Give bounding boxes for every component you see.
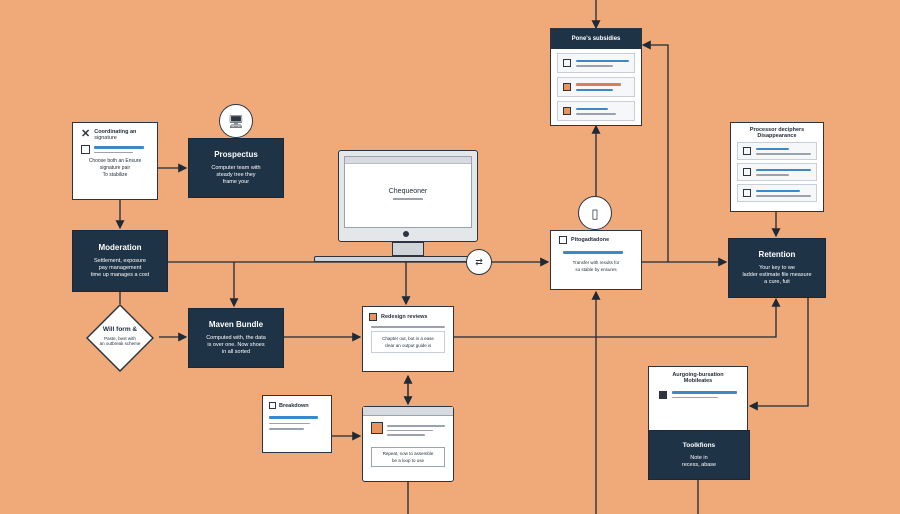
- prospectus-body: Computer team with: [211, 165, 261, 171]
- checklist-title-2: signature: [94, 135, 117, 141]
- file-icon: [743, 189, 751, 197]
- monitor-frame: Chequeoner: [338, 150, 478, 242]
- dual-panel-title: Processor deciphers: [749, 127, 805, 133]
- retention-body-2: ladder estimate file measure: [742, 272, 812, 278]
- small-doc-card[interactable]: Breakdown: [262, 395, 332, 453]
- checklist-body-2: To stabilize: [102, 172, 128, 178]
- link-icon: ⇄: [475, 256, 483, 267]
- mobile-icon: ▯: [591, 205, 599, 221]
- prospectus-body-2: steady tree they: [216, 172, 256, 178]
- retention-body-3: a cure, fuit: [764, 279, 790, 285]
- progress-icon: [559, 236, 567, 244]
- dual-row-2[interactable]: [737, 163, 817, 181]
- retention-title: Retention: [758, 250, 796, 259]
- progress-card[interactable]: Pitogadtadone Transfer with results for …: [550, 230, 642, 290]
- close-icon[interactable]: ✕: [81, 128, 91, 140]
- monitor-base: [314, 256, 478, 262]
- moderation-node[interactable]: Moderation Settlement, exposure pay mana…: [72, 230, 168, 292]
- monitor-screen: Chequeoner: [344, 156, 472, 228]
- page-icon: [563, 107, 571, 115]
- retention-body: Your key to we: [759, 265, 795, 271]
- browser-footer: Repeat, now to assemble: [382, 450, 434, 456]
- browser-toolbar: [363, 407, 453, 416]
- maven-bundle-body-3: in all sorted: [221, 349, 251, 355]
- workflow-panel-title-2: Mobileates: [683, 378, 713, 384]
- maven-bundle-body-2: is over one. Now shoes: [207, 342, 265, 348]
- maven-bundle-body: Computed with, the data: [206, 335, 266, 341]
- requirements-body: Chapter out, but in a ease: [382, 335, 434, 341]
- decision-body: Paste, best with: [104, 336, 136, 341]
- file-icon: [743, 168, 751, 176]
- monitor-icon: 🖥: [227, 113, 245, 129]
- file-icon: [743, 147, 751, 155]
- retention-node[interactable]: Retention Your key to we ladder estimate…: [728, 238, 826, 298]
- moderation-body: Settlement, exposure: [94, 258, 146, 264]
- page-icon: [563, 59, 571, 67]
- page-icon: [563, 83, 571, 91]
- browser-footer-2: be a loop to use: [391, 457, 425, 463]
- pages-row-1[interactable]: [557, 53, 635, 73]
- power-dot: [403, 231, 409, 237]
- monitor-neck: [392, 242, 424, 256]
- progress-body-2: so stable by ensures: [575, 266, 617, 272]
- checklist-card[interactable]: ✕ Coordinating an signature Choose both …: [72, 122, 158, 200]
- monitor-screen-text: Chequeoner: [388, 188, 428, 195]
- decision-node[interactable]: Will form & Paste, best with an outbreak…: [86, 304, 154, 372]
- monitor-circle[interactable]: 🖥: [219, 104, 253, 138]
- decision-diamond-shape: [86, 304, 154, 372]
- checklist-body: Choose both an Ensure signature pair: [88, 158, 142, 171]
- screen-toolbar: [345, 157, 471, 164]
- connector-req-retention: [454, 297, 781, 338]
- tooltips-body-2: recess, abase: [681, 461, 717, 468]
- checklist-title: Coordinating an: [94, 129, 137, 135]
- dual-panel-title-2: Disappearance: [757, 133, 797, 139]
- dual-row-1[interactable]: [737, 142, 817, 160]
- pages-row-2[interactable]: [557, 77, 635, 97]
- mobile-circle[interactable]: ▯: [578, 196, 612, 230]
- link-badge[interactable]: ⇄: [466, 249, 492, 275]
- connector-loop-pages: [641, 40, 669, 262]
- dual-panel[interactable]: Processor deciphers Disappearance: [730, 122, 824, 212]
- tooltips-body: Note in: [690, 454, 708, 461]
- orange-file-icon: [369, 313, 377, 321]
- document-icon: [81, 145, 90, 154]
- prospectus-node[interactable]: Prospectus Computer team with steady tre…: [188, 138, 284, 198]
- central-monitor[interactable]: Chequeoner: [314, 150, 478, 270]
- user-icon: [659, 390, 667, 399]
- moderation-body-2: pay management: [98, 265, 142, 271]
- tooltips-title: Toolkfions: [682, 441, 716, 449]
- requirements-title: Redesign reviews: [381, 314, 428, 320]
- workflow-panel[interactable]: Aurgoing-bursation Mobileates Toolkfions…: [648, 366, 750, 480]
- browser-card[interactable]: Repeat, now to assemble be a loop to use: [362, 406, 454, 482]
- prospectus-title: Prospectus: [214, 150, 258, 159]
- pages-panel-title: Pone's subsidies: [551, 29, 641, 49]
- doc-icon: [269, 402, 276, 409]
- decision-title: Will form &: [102, 326, 138, 333]
- maven-bundle-title: Maven Bundle: [208, 320, 264, 329]
- requirements-body-2: clear an output guide is: [384, 342, 432, 348]
- maven-bundle-node[interactable]: Maven Bundle Computed with, the data is …: [188, 308, 284, 368]
- tooltips-section[interactable]: Toolkfions Note in recess, abase: [648, 430, 750, 480]
- moderation-title: Moderation: [98, 243, 142, 252]
- progress-title: Pitogadtadone: [571, 237, 610, 243]
- dual-row-3[interactable]: [737, 184, 817, 202]
- requirements-card[interactable]: Redesign reviews Chapter out, but in a e…: [362, 306, 454, 372]
- prospectus-body-3: frame your: [222, 179, 250, 185]
- workflow-panel-title: Aurgoing-bursation: [672, 372, 724, 378]
- pages-row-3[interactable]: [557, 101, 635, 121]
- moderation-body-3: time up manages a cost: [90, 272, 150, 278]
- small-doc-title: Breakdown: [279, 402, 309, 409]
- pages-panel[interactable]: Pone's subsidies: [550, 28, 642, 126]
- progress-body: Transfer with results for: [572, 259, 620, 265]
- browser-file-icon: [371, 422, 383, 434]
- decision-body-2: an outbreak scheme: [99, 341, 141, 346]
